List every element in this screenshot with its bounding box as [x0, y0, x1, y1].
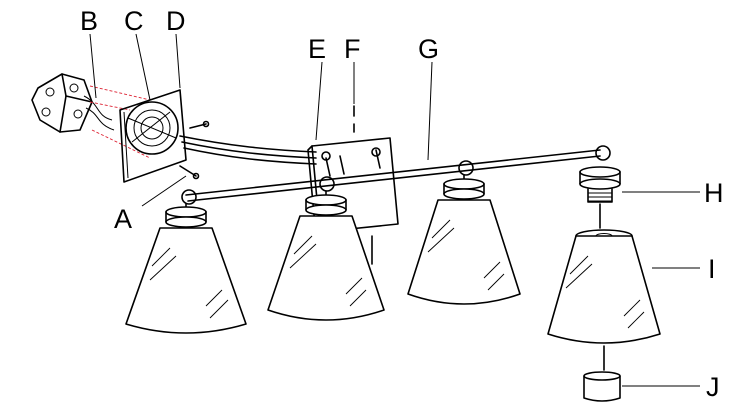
label-h: H — [704, 178, 724, 208]
mounting-bracket — [125, 101, 179, 155]
finial-cap — [583, 371, 621, 402]
label-d: D — [166, 6, 186, 36]
glass-shade-exploded — [547, 229, 661, 371]
leader-lines — [89, 33, 700, 387]
label-e: E — [308, 34, 326, 64]
label-j: J — [706, 372, 720, 402]
glass-shade-1 — [125, 189, 247, 334]
arm-bar — [185, 145, 611, 202]
label-a: A — [114, 204, 132, 234]
alignment-lines — [89, 85, 151, 159]
junction-box — [31, 73, 115, 133]
glass-shade-2 — [267, 176, 385, 321]
glass-shade-3 — [407, 160, 521, 305]
label-i: I — [708, 254, 716, 284]
mounting-screws — [179, 120, 210, 180]
wires — [179, 135, 317, 165]
label-g: G — [418, 34, 439, 64]
label-b: B — [80, 6, 98, 36]
label-c: C — [124, 6, 144, 36]
label-f: F — [344, 34, 361, 64]
socket-ring — [579, 166, 621, 229]
canopy-plate — [119, 89, 187, 183]
